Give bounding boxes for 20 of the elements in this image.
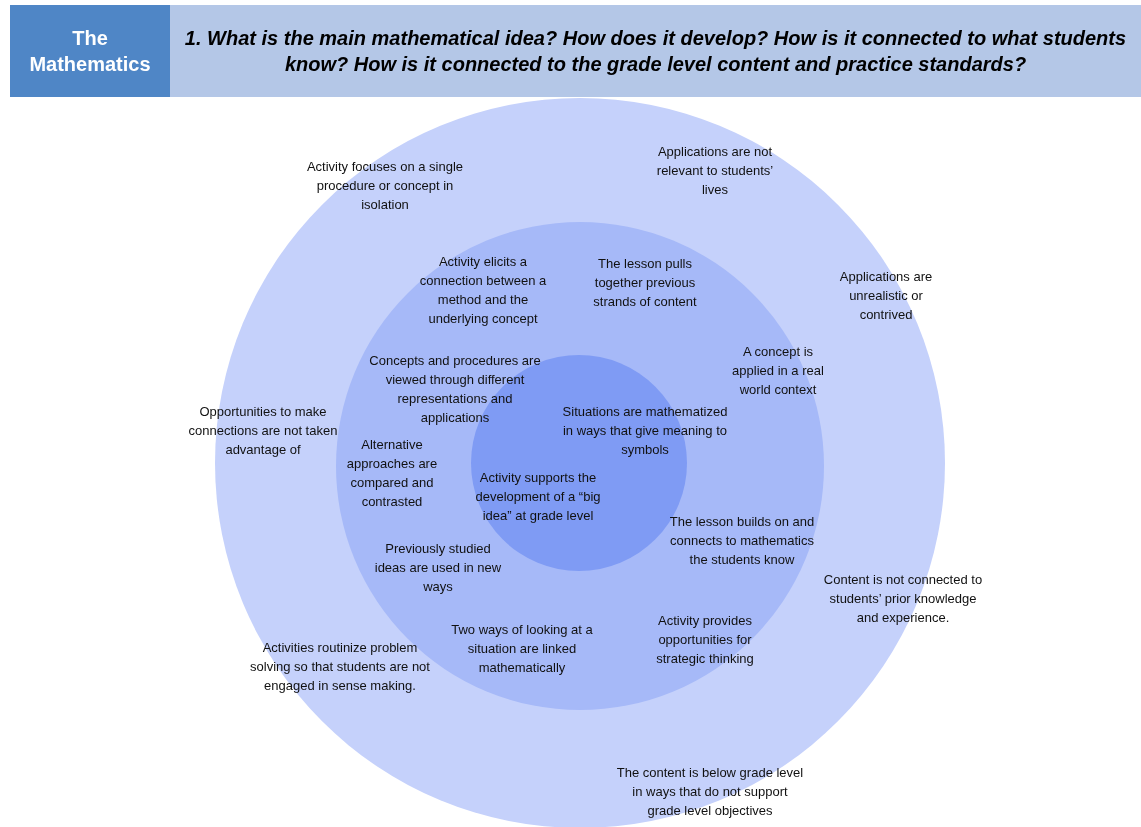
criterion-text: Opportunities to make connections are not taken advantage of [187,402,339,459]
criterion-text: The lesson builds on and connects to mathematics the students know [668,512,816,569]
criterion-text: Activity focuses on a single procedure or concept in isolation [305,157,465,214]
criterion-text: The lesson pulls together previous strands of content [592,254,698,311]
criterion-text: Applications are unrealistic or contrived [838,267,934,324]
criterion-text: Two ways of looking at a situation are linked mathematically [450,620,594,677]
title-box: The Mathematics [10,5,170,97]
criterion-text: Alternative approaches are compared and contrasted [345,436,439,511]
criterion-text: Activity elicits a connection between a method and the underlying concept [418,253,548,328]
criterion-text: Content is not connected to students’ prior knowledge and experience. [823,570,983,627]
criterion-text: Applications are not relevant to students’ lives [655,142,775,199]
criterion-text: Activities routinize problem solving so that students are not engaged in sense making. [250,638,430,695]
criterion-text: Activity provides opportunities for strategic thinking [655,611,755,668]
question-banner: 1. What is the main mathematical idea? How does it develop? How is it connected to what students know? How is it connected to the grade level content and practice standards? [170,5,1141,97]
criterion-text: Situations are mathematized in ways that give meaning to symbols [562,402,728,459]
criterion-text: Activity supports the development of a “big idea” at grade level [474,468,602,525]
criterion-text: A concept is applied in a real world context [731,342,825,399]
criterion-text: The content is below grade level in ways that do not support grade level objectives [615,763,805,820]
criterion-text: Previously studied ideas are used in new ways [373,539,503,596]
criterion-text: Concepts and procedures are viewed through different representations and applications [368,352,542,427]
